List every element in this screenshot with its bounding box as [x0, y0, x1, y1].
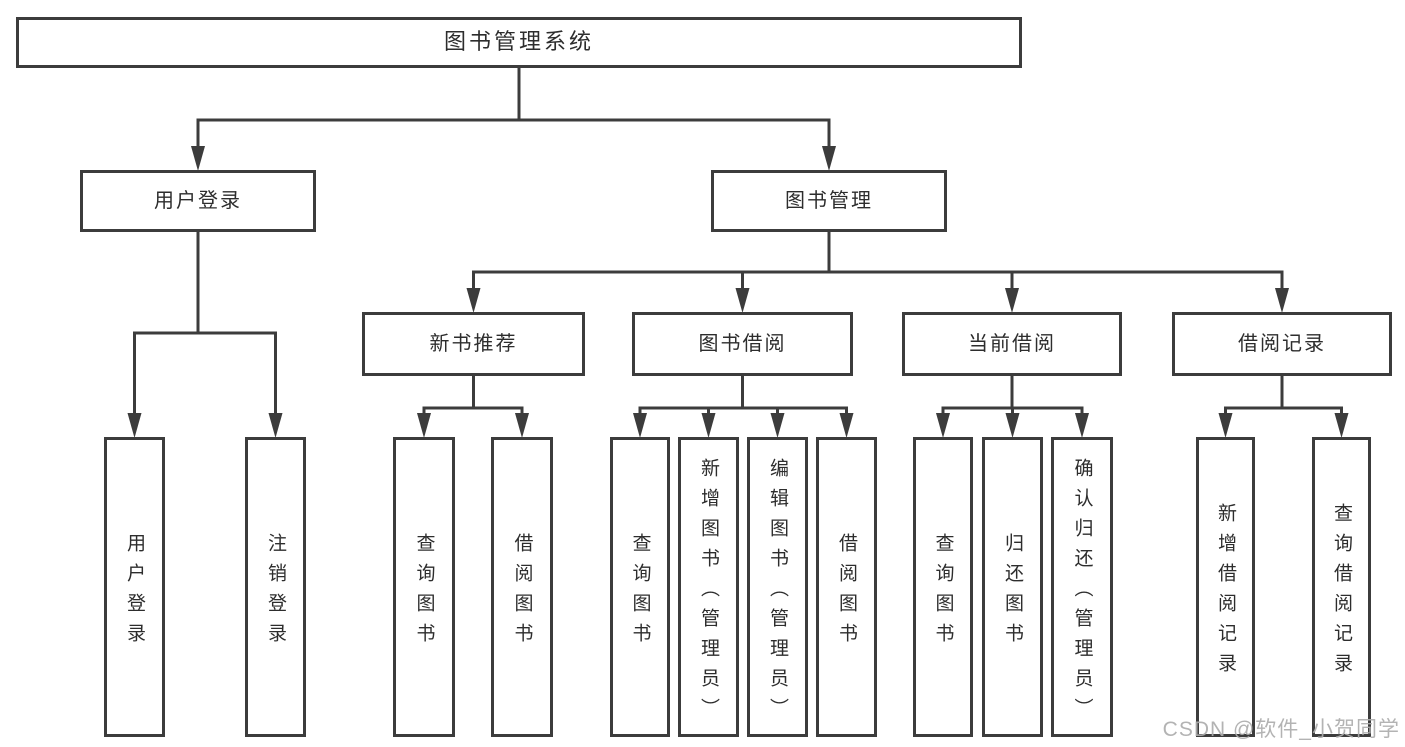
arrowhead-cb-return: [1005, 413, 1020, 438]
watermark: CSDN @软件_小贺同学: [1162, 718, 1400, 741]
arrowhead-current-borrow: [1005, 288, 1019, 313]
node-label-bb-query: 查询图书: [629, 532, 651, 653]
arrowhead-book-borrow: [735, 288, 750, 313]
node-current-borrow: 当前借阅: [902, 312, 1122, 376]
node-label-user-login: 用户登录: [154, 190, 242, 212]
node-label-book-borrow: 图书借阅: [698, 333, 787, 355]
arrowhead-ul-login: [127, 413, 142, 438]
node-label-ul-logout: 注销登录: [265, 532, 286, 653]
node-nb-borrow: 借阅图书: [491, 437, 553, 737]
node-br-add: 新增借阅记录: [1196, 437, 1255, 737]
node-label-root: 图书管理系统: [443, 29, 594, 55]
node-bb-query: 查询图书: [610, 437, 670, 737]
arrowhead-br-query: [1334, 413, 1349, 438]
node-label-bb-edit: 编辑图书（管理员）: [767, 457, 788, 728]
arrowhead-borrow-record: [1275, 288, 1289, 313]
node-bb-borrow: 借阅图书: [816, 437, 877, 737]
arrowhead-bb-borrow: [839, 413, 854, 438]
node-label-cb-return: 归还图书: [1002, 532, 1023, 653]
node-label-bb-borrow: 借阅图书: [836, 532, 857, 653]
node-cb-query: 查询图书: [913, 437, 973, 737]
arrowhead-bb-query: [633, 413, 647, 438]
node-cb-return: 归还图书: [982, 437, 1043, 737]
node-ul-logout: 注销登录: [245, 437, 306, 737]
node-root: 图书管理系统: [16, 17, 1022, 68]
node-br-query: 查询借阅记录: [1312, 437, 1371, 737]
node-label-current-borrow: 当前借阅: [968, 333, 1056, 355]
node-borrow-record: 借阅记录: [1172, 312, 1392, 376]
node-bb-add: 新增图书（管理员）: [678, 437, 739, 737]
node-label-new-book: 新书推荐: [429, 333, 518, 355]
node-cb-confirm: 确认归还（管理员）: [1051, 437, 1113, 737]
arrowhead-br-add: [1218, 413, 1233, 438]
node-user-login: 用户登录: [80, 170, 316, 232]
node-label-book-mgmt: 图书管理: [785, 190, 873, 212]
node-new-book: 新书推荐: [362, 312, 585, 376]
node-book-mgmt: 图书管理: [711, 170, 947, 232]
node-label-ul-login: 用户登录: [124, 532, 145, 653]
node-label-nb-borrow: 借阅图书: [511, 532, 533, 653]
arrowhead-ul-logout: [268, 413, 283, 438]
arrowhead-new-book: [466, 288, 481, 313]
node-book-borrow: 图书借阅: [632, 312, 853, 376]
node-label-nb-query: 查询图书: [413, 532, 435, 653]
arrowhead-book-mgmt: [822, 146, 836, 171]
arrowhead-cb-query: [936, 413, 950, 438]
arrowhead-bb-add: [701, 413, 716, 438]
arrowhead-nb-query: [417, 413, 431, 438]
arrowhead-nb-borrow: [515, 413, 529, 438]
node-label-br-add: 新增借阅记录: [1215, 502, 1236, 683]
node-label-br-query: 查询借阅记录: [1331, 502, 1352, 683]
node-label-cb-query: 查询图书: [932, 532, 954, 653]
arrowhead-user-login: [191, 146, 205, 171]
arrowhead-cb-confirm: [1075, 413, 1089, 438]
node-ul-login: 用户登录: [104, 437, 165, 737]
arrowhead-bb-edit: [770, 413, 785, 438]
node-label-borrow-record: 借阅记录: [1238, 333, 1326, 355]
node-label-bb-add: 新增图书（管理员）: [698, 457, 719, 728]
node-bb-edit: 编辑图书（管理员）: [747, 437, 808, 737]
node-nb-query: 查询图书: [393, 437, 455, 737]
node-label-cb-confirm: 确认归还（管理员）: [1071, 457, 1093, 728]
